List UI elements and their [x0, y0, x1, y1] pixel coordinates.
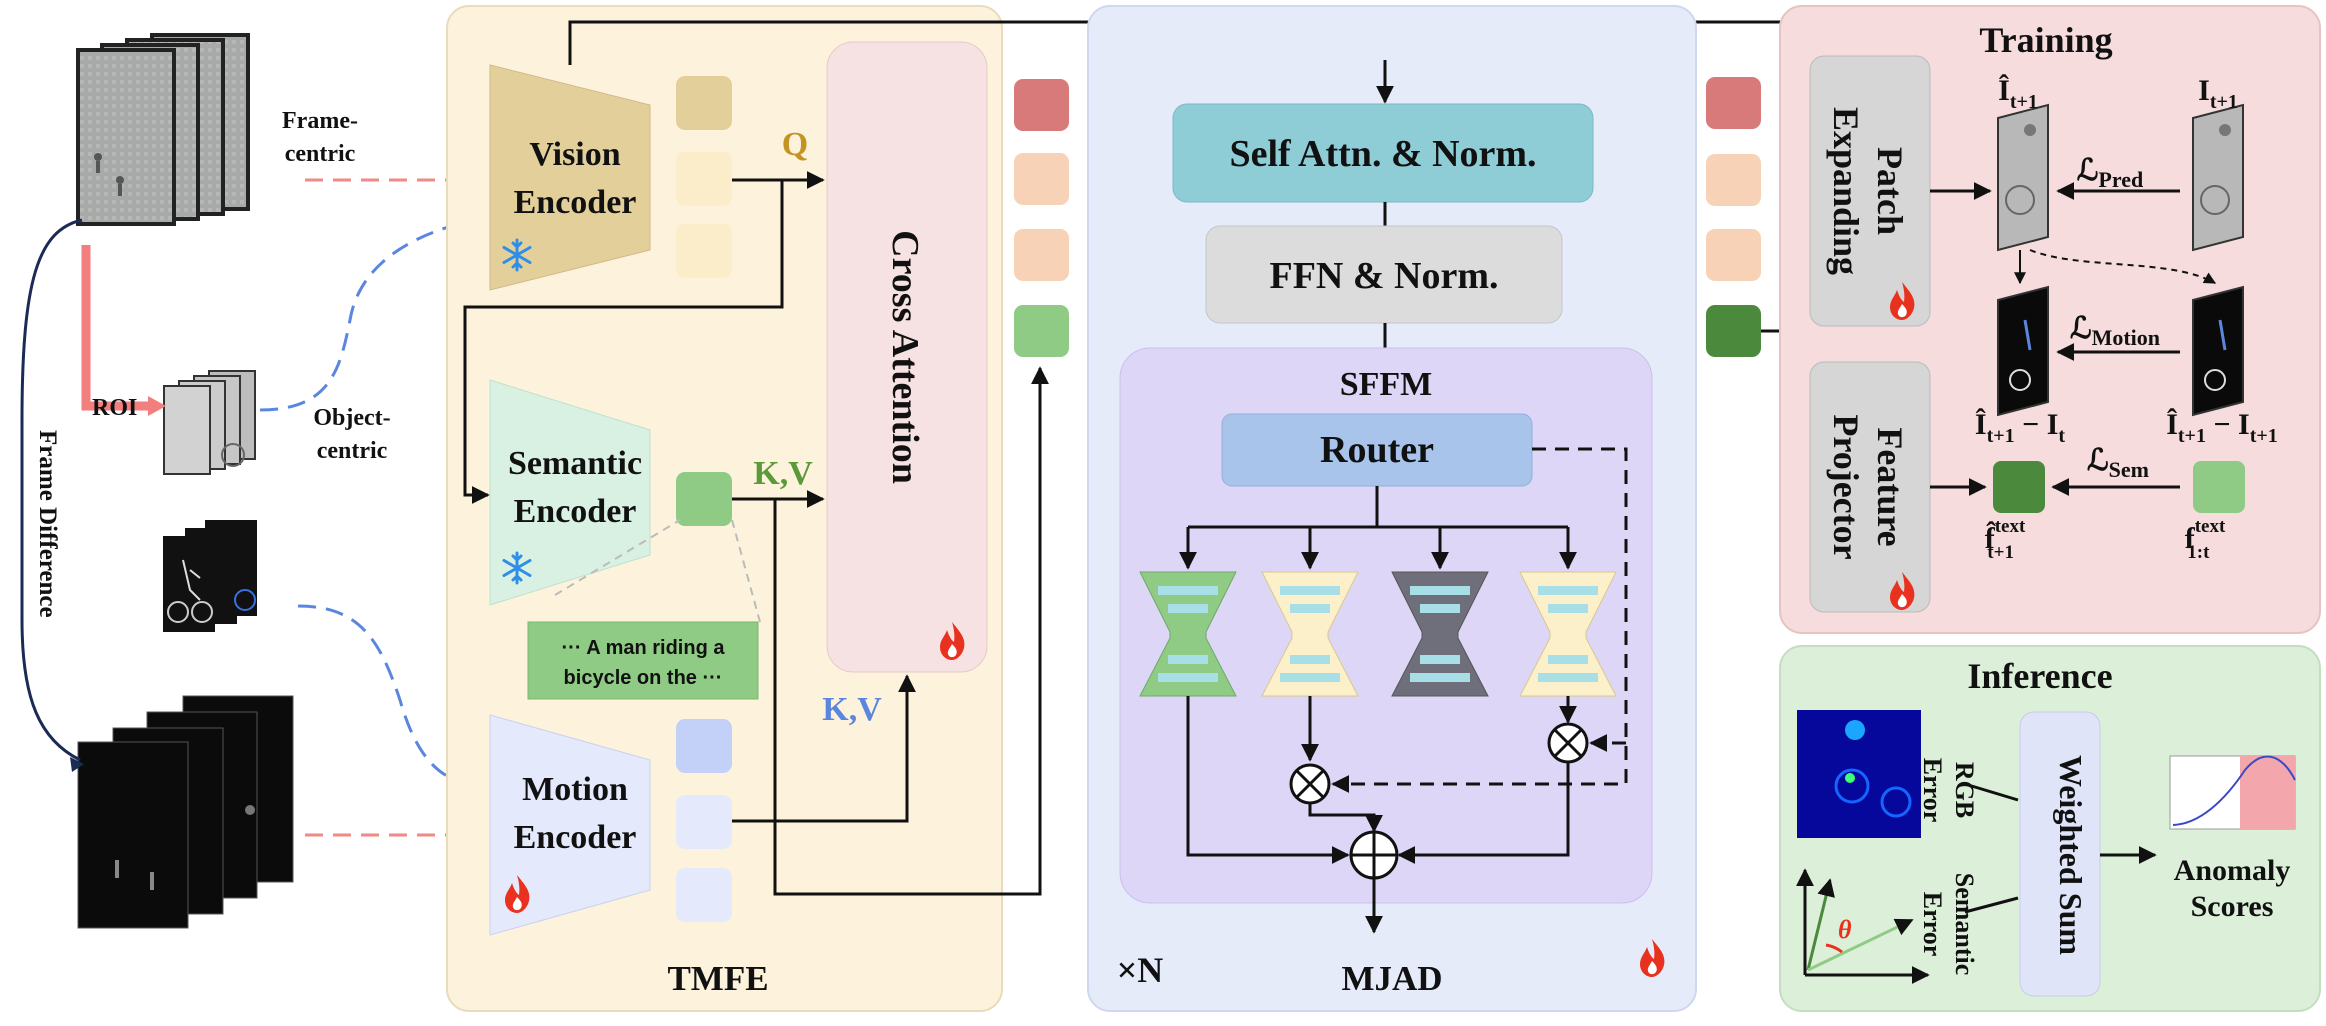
gt-diff-label: Ît+1 − It+1: [2166, 408, 2278, 447]
semantic-error-plot: θ: [1796, 868, 1930, 984]
tmfe-title: TMFE: [667, 959, 768, 998]
roi-crops: [163, 370, 256, 475]
inference-title: Inference: [1967, 656, 2112, 696]
difference-frames: [77, 695, 294, 929]
self-attention-label: Self Attn. & Norm.: [1229, 133, 1536, 175]
roi-arrow: [81, 245, 150, 411]
frame-difference-arrow: [20, 218, 83, 762]
self-attention-block: [1172, 103, 1594, 203]
cross-attention-label: Cross Attention: [884, 230, 926, 484]
loss-sem-label: ℒSem: [2087, 444, 2149, 482]
patch-expanding-label: PatchExpanding: [1826, 107, 1910, 275]
expert-2: [1261, 571, 1359, 697]
predicted-text-feature: [1993, 461, 2045, 513]
roi-label: ROI: [92, 395, 137, 421]
router-label: Router: [1320, 429, 1434, 471]
router-gate-link: [1331, 447, 1628, 793]
kv-motion-arrow: [732, 674, 916, 823]
gt-frame-label: It+1: [2198, 74, 2238, 113]
multiply-icon: [1289, 763, 1331, 805]
weighted-sum-label: Weighted Sum: [2053, 755, 2089, 955]
vision-tokens: [676, 76, 732, 278]
feature-projector-label: FeatureProjector: [1826, 414, 1910, 559]
gt-text-feature: [2193, 461, 2245, 513]
repeat-label: ×N: [1117, 950, 1164, 990]
semantic-encoder: [489, 379, 651, 606]
semantic-error-label: SemanticError: [1918, 873, 1979, 976]
loss-motion-label: ℒMotion: [2070, 312, 2160, 350]
theta-label: θ: [1838, 915, 1852, 944]
vision-encoder: [489, 64, 651, 291]
input-frames: [76, 33, 250, 226]
rgb-error-heatmap: [1797, 710, 1921, 838]
vision-to-semantic-link: [463, 180, 784, 504]
q-label: Q: [782, 126, 808, 163]
sffm-title: SFFM: [1340, 366, 1433, 403]
pred-diff-label: Ît+1 − It: [1975, 408, 2066, 447]
caption-line-1: ··· A man riding a: [562, 637, 726, 659]
text-caption: ··· A man riding a bicycle on the ···: [527, 519, 761, 700]
predicted-motion-frame: [1997, 285, 2049, 417]
kv-semantic-label: K,V: [753, 455, 813, 492]
training-title: Training: [1979, 20, 2112, 60]
semantic-to-fused-link: [773, 366, 1049, 896]
expert-1: [1139, 571, 1237, 697]
object-centric-label: Object-centric: [313, 405, 390, 464]
output-tokens: [1706, 77, 1761, 357]
rgb-error-label: RGBError: [1918, 758, 1979, 823]
add-icon: [1349, 830, 1399, 880]
predicted-frame: [1997, 103, 2049, 252]
anomaly-score-plot: [2169, 755, 2296, 830]
motion-input-arrow: [297, 604, 487, 794]
caption-line-2: bicycle on the ···: [564, 667, 723, 689]
motion-encoder: [489, 714, 651, 936]
pred-frame-label: Ît+1: [1998, 74, 2038, 113]
ground-truth-frame: [2192, 103, 2244, 252]
cross-attention: [826, 41, 988, 673]
mjad-title: MJAD: [1341, 959, 1442, 998]
loss-pred-label: ℒPred: [2077, 154, 2143, 192]
semantic-token: [676, 472, 732, 526]
expert-3: [1391, 571, 1489, 697]
gt-motion-frame: [2192, 285, 2244, 417]
object-centric-arrow: [259, 212, 487, 412]
expert-4: [1519, 571, 1617, 697]
frame-centric-label: Frame-centric: [282, 108, 358, 167]
motion-tokens: [676, 719, 732, 922]
kv-motion-label: K,V: [822, 691, 882, 728]
motion-crops: [163, 520, 257, 632]
frame-difference-label: Frame Difference: [34, 430, 61, 618]
sffm-panel: [1119, 347, 1653, 904]
ffn-label: FFN & Norm.: [1270, 255, 1499, 297]
fused-tokens: [1014, 79, 1069, 357]
multiply-icon: [1547, 722, 1589, 764]
